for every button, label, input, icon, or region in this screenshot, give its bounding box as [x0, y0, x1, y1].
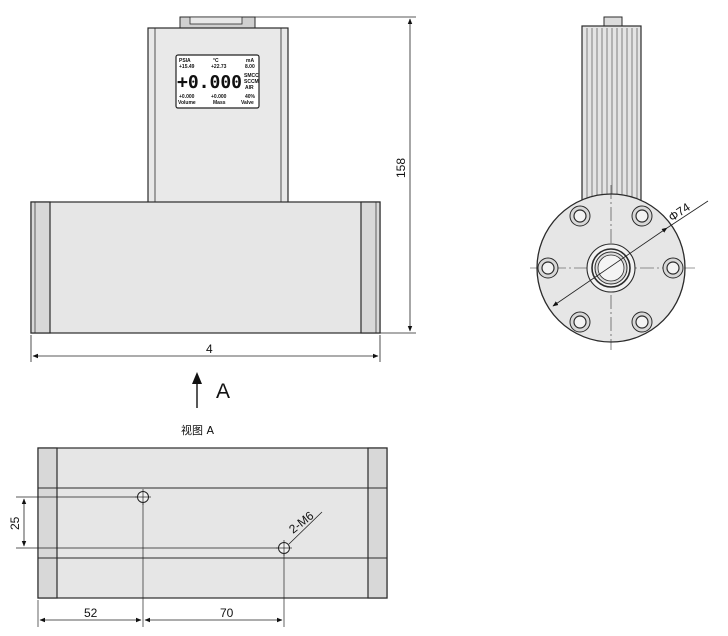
- bottom-view: 25 2-M6 52 70: [8, 447, 388, 627]
- lcd-val-left: +15.49: [179, 64, 195, 70]
- dim-spacing-y-label: 25: [8, 516, 22, 530]
- lcd-main-value: +0.000: [177, 72, 242, 93]
- dim-width-label: 4: [206, 342, 213, 356]
- bolt: [537, 257, 559, 279]
- bolt: [569, 311, 591, 333]
- electronics-housing: [147, 27, 289, 204]
- dim-flange-label: Φ74: [666, 200, 693, 225]
- view-caption: 视图 A: [181, 423, 214, 437]
- front-view: PSIA °C mA +15.49 +22.73 8.00 +0.000 SMC…: [30, 16, 381, 334]
- thread-hole: [135, 489, 151, 505]
- left-end-cap: [30, 201, 51, 334]
- lcd-bot-label-left: Volume: [178, 100, 196, 106]
- lcd-val-mid: +22.73: [211, 64, 227, 70]
- lcd-display: PSIA °C mA +15.49 +22.73 8.00 +0.000 SMC…: [175, 54, 260, 109]
- flow-body: [30, 201, 381, 334]
- lcd-val-right: 8.00: [245, 64, 255, 70]
- dim-offset-x-label: 52: [84, 606, 98, 620]
- housing-fins: [586, 28, 638, 203]
- dimension-width: 4: [30, 335, 381, 362]
- view-arrow: A 视图 A: [181, 372, 230, 437]
- bottom-body: [37, 447, 388, 599]
- bottom-left-cap: [37, 447, 58, 599]
- bolt: [631, 311, 653, 333]
- dimension-height: 158: [255, 16, 416, 334]
- right-end-cap: [360, 201, 381, 334]
- lcd-side1: SMCC: [244, 73, 259, 79]
- lcd-bot-label-mid: Mass: [213, 100, 226, 106]
- side-connector: [603, 16, 623, 27]
- lcd-bot-val-right: 40%: [245, 94, 256, 100]
- lcd-unit-left: PSIA: [179, 58, 191, 64]
- lcd-unit-right: mA: [246, 58, 254, 64]
- dim-height-label: 158: [394, 158, 408, 178]
- thread-hole: [276, 540, 292, 556]
- lcd-bot-val-left: +0.000: [179, 94, 195, 100]
- bottom-right-cap: [367, 447, 388, 599]
- top-connector-inner: [189, 16, 243, 25]
- bolt: [569, 205, 591, 227]
- lcd-side2: SCCM: [244, 79, 259, 85]
- dim-spacing-x-label: 70: [220, 606, 234, 620]
- view-arrow-label: A: [216, 380, 230, 403]
- lcd-unit-mid: °C: [213, 58, 219, 64]
- lcd-bot-label-right: Valve: [241, 100, 254, 106]
- lcd-side3: AIR: [245, 85, 254, 91]
- bolt: [662, 257, 684, 279]
- lcd-bot-val-mid: +0.000: [211, 94, 227, 100]
- bolt: [631, 205, 653, 227]
- port: [586, 243, 636, 293]
- side-view: Φ74: [530, 16, 709, 350]
